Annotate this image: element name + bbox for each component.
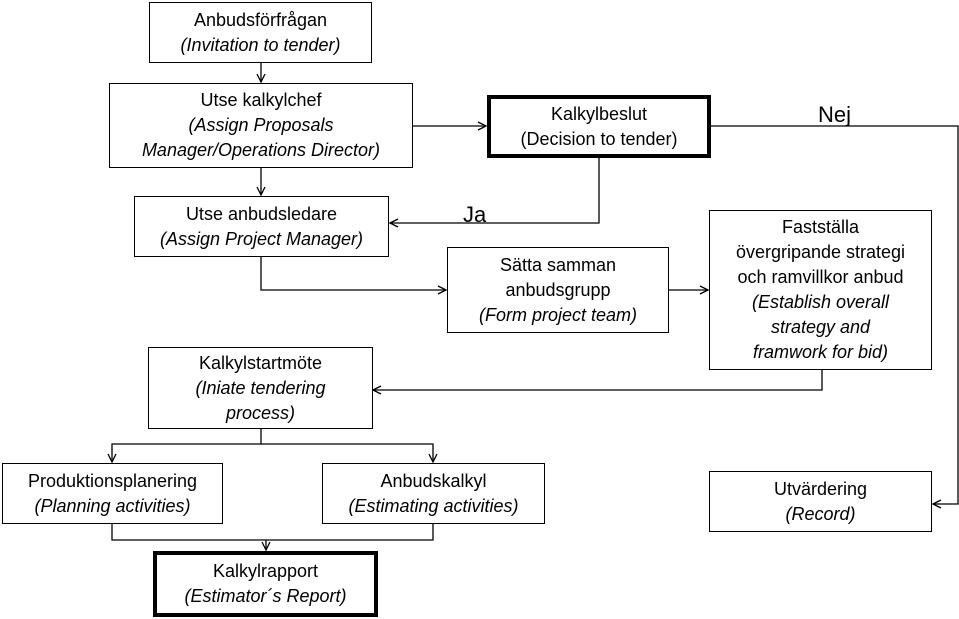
edge-assignproj-to-formteam xyxy=(260,257,446,290)
node-establish-strategy: Fastställa övergripande strategi och ram… xyxy=(709,210,932,370)
node-strategy-sv1: Fastställa xyxy=(781,217,860,237)
node-record: Utvärdering (Record) xyxy=(709,471,932,532)
node-kickoff-en2: process) xyxy=(225,402,296,423)
edge-decision-yes-to-assignproj xyxy=(390,158,600,223)
node-strategy-en1: (Establish overall xyxy=(751,292,890,312)
node-record-sv: Utvärdering xyxy=(773,478,868,499)
edge-label-yes: Ja xyxy=(463,202,487,227)
node-report-sv: Kalkylrapport xyxy=(212,561,319,581)
node-strategy-sv2: övergripande strategi xyxy=(735,242,906,262)
node-assign-proposals-manager-en2: Manager/Operations Director) xyxy=(141,140,381,160)
edge-strategy-to-kickoff xyxy=(373,370,823,390)
node-assign-project-manager-en: (Assign Project Manager) xyxy=(159,228,364,249)
node-strategy-en2: strategy and xyxy=(770,317,871,337)
node-assign-proposals-manager: Utse kalkylchef (Assign Proposals Manage… xyxy=(109,83,413,168)
node-assign-project-manager-sv: Utse anbudsledare xyxy=(185,203,338,224)
edge-decision-no-to-record xyxy=(711,125,959,504)
node-estimating-activities: Anbudskalkyl (Estimating activities) xyxy=(322,463,545,524)
node-strategy-sv3: och ramvillkor anbud xyxy=(737,267,904,287)
node-invitation-en: (Invitation to tender) xyxy=(180,34,341,55)
node-form-team-sv1: Sätta samman xyxy=(499,254,617,275)
node-assign-proposals-manager-sv: Utse kalkylchef xyxy=(200,90,322,110)
node-assign-proposals-manager-en1: (Assign Proposals xyxy=(188,115,334,135)
edge-planning-to-report xyxy=(111,524,434,541)
node-kickoff-meeting: Kalkylstartmöte (Iniate tendering proces… xyxy=(148,347,373,429)
node-decision-to-tender: Kalkylbeslut (Decision to tender) xyxy=(487,95,711,158)
node-form-team-en: (Form project team) xyxy=(478,304,638,325)
node-strategy-en3: framwork for bid) xyxy=(752,342,889,362)
node-report-en: (Estimator´s Report) xyxy=(184,586,347,606)
node-planning-sv: Produktionsplanering xyxy=(27,470,198,491)
node-form-team-sv2: anbudsgrupp xyxy=(505,279,611,300)
node-decision-sv: Kalkylbeslut xyxy=(550,103,648,124)
node-estimating-en: (Estimating activities) xyxy=(348,495,519,516)
node-planning-activities: Produktionsplanering (Planning activitie… xyxy=(2,463,223,524)
node-kickoff-sv: Kalkylstartmöte xyxy=(198,352,323,373)
node-estimators-report: Kalkylrapport (Estimator´s Report) xyxy=(153,551,378,617)
edge-kickoff-to-estimating xyxy=(261,443,433,462)
edge-label-no: Nej xyxy=(818,102,852,127)
node-record-en: (Record) xyxy=(785,503,856,524)
node-decision-en: (Decision to tender) xyxy=(520,128,678,149)
node-invitation-sv: Anbudsförfrågan xyxy=(193,9,328,30)
edge-kickoff-to-planning xyxy=(112,429,262,462)
node-form-project-team: Sätta samman anbudsgrupp (Form project t… xyxy=(447,247,669,333)
node-assign-project-manager: Utse anbudsledare (Assign Project Manage… xyxy=(134,196,389,257)
node-planning-en: (Planning activities) xyxy=(34,495,191,516)
node-invitation: Anbudsförfrågan (Invitation to tender) xyxy=(149,2,372,63)
node-kickoff-en1: (Iniate tendering xyxy=(195,377,326,398)
node-estimating-sv: Anbudskalkyl xyxy=(380,470,487,491)
